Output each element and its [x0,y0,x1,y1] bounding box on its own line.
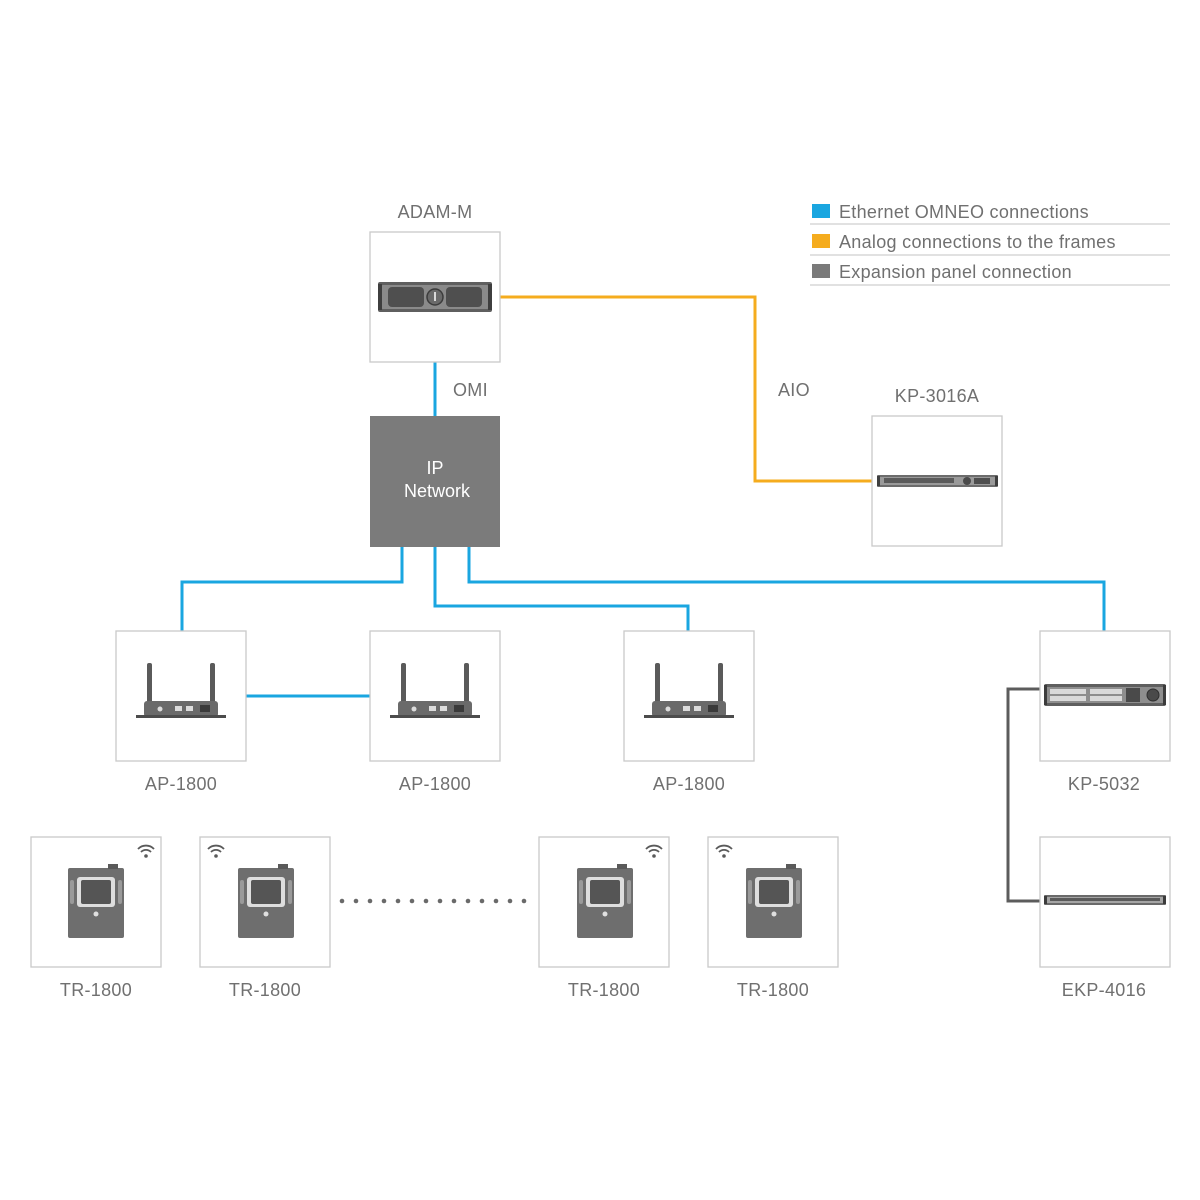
legend: Ethernet OMNEO connections Analog connec… [810,202,1170,286]
kp-5032-device: KP-5032 [1039,630,1171,794]
beltpack-icon [746,864,802,938]
legend-label-ethernet: Ethernet OMNEO connections [839,202,1089,222]
adam-m-label: ADAM-M [398,202,473,222]
ekp-4016-panel-icon [1044,895,1166,905]
ethernet-link-ap3 [433,547,690,631]
ethernet-link-ap1 [180,547,404,631]
ethernet-link-kp5032 [467,547,1106,631]
beltpack-icon [577,864,633,938]
kp-5032-label: KP-5032 [1068,774,1140,794]
connections [180,295,1106,903]
access-point-icon [644,663,734,718]
ip-network-label-line2: Network [404,481,471,501]
ip-network: IP Network [370,416,500,547]
ap-1800-box-3 [623,630,755,762]
ap-1800-device-1: AP-1800 [115,630,247,794]
tr-1800-label-4: TR-1800 [737,980,809,1000]
legend-label-expansion: Expansion panel connection [839,262,1072,282]
beltpack-icon [68,864,124,938]
kp-3016a-panel-icon [877,475,998,487]
ap-1800-box-2 [369,630,501,762]
ap-1800-box-1 [115,630,247,762]
kp-3016a-device: KP-3016A [871,386,1003,547]
legend-swatch-expansion [812,264,830,278]
aio-connection [500,295,872,483]
legend-swatch-analog [812,234,830,248]
wifi-icon [207,844,225,858]
wifi-icon [715,844,733,858]
ap-1800-device-2: AP-1800 [369,630,501,794]
tr-1800-device-2: TR-1800 [199,836,331,1000]
adam-m-device: ADAM-M [369,202,501,363]
ekp-4016-device: EKP-4016 [1039,836,1171,1000]
ap-1800-label-2: AP-1800 [399,774,471,794]
ap-1800-device-3: AP-1800 [623,630,755,794]
wifi-icon [137,844,155,858]
tr-1800-device-1: TR-1800 [30,836,162,1000]
tr-1800-label-2: TR-1800 [229,980,301,1000]
aio-label: AIO [778,380,810,400]
beltpack-icon [238,864,294,938]
access-point-icon [390,663,480,718]
wifi-icon [645,844,663,858]
tr-1800-device-4: TR-1800 [707,836,839,1000]
tr-1800-device-3: TR-1800 [538,836,670,1000]
tr-1800-label-1: TR-1800 [60,980,132,1000]
ap-1800-label-1: AP-1800 [145,774,217,794]
ellipsis-dots [339,898,527,904]
ip-network-box [370,416,500,547]
legend-swatch-ethernet [812,204,830,218]
ekp-4016-label: EKP-4016 [1062,980,1146,1000]
expansion-connection [1006,687,1040,903]
access-point-icon [136,663,226,718]
ip-network-label-line1: IP [426,458,443,478]
kp-3016a-label: KP-3016A [895,386,979,406]
adam-m-frame-icon [378,282,492,312]
tr-1800-label-3: TR-1800 [568,980,640,1000]
ap-1800-label-3: AP-1800 [653,774,725,794]
legend-label-analog: Analog connections to the frames [839,232,1116,252]
omi-label: OMI [453,380,488,400]
kp-5032-panel-icon [1044,684,1166,706]
